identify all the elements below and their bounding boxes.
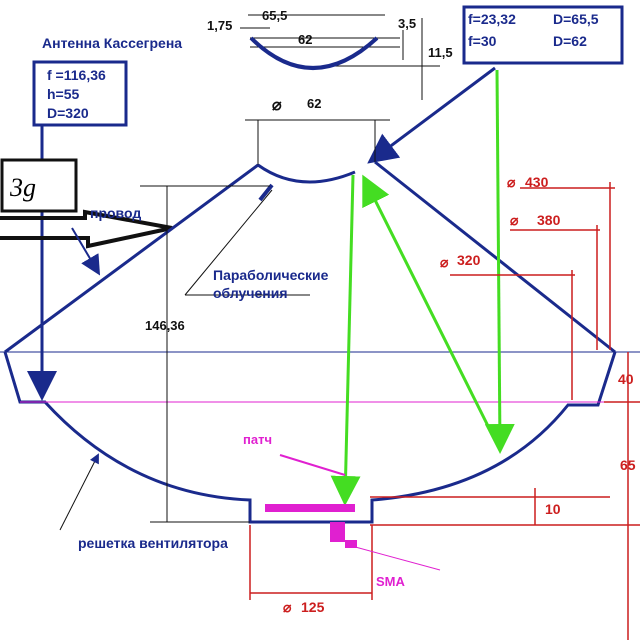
logo-box	[0, 158, 78, 213]
param: D=62	[553, 33, 587, 49]
dim-h10: 10	[545, 501, 561, 517]
dim-d380: 380	[537, 212, 561, 228]
wire-label: провод	[90, 205, 141, 221]
pointer-arrow	[71, 227, 101, 276]
feed-label: Параболические	[213, 267, 329, 283]
antenna-body	[3, 160, 617, 524]
dim-h40: 40	[618, 371, 634, 387]
title: Антенна Кассегрена	[42, 35, 182, 51]
dim-d125: 125	[301, 599, 325, 615]
sma-label: SMA	[376, 574, 406, 589]
param: D=65,5	[553, 11, 599, 27]
wire-arrow	[0, 209, 173, 249]
subreflector-params-box	[462, 5, 624, 65]
dim-inner: 62	[298, 32, 312, 47]
subreflector-detail	[240, 14, 440, 100]
diameter-icon: ⌀	[283, 599, 292, 615]
dim-lip: 3,5	[398, 16, 416, 31]
diameter-icon: ⌀	[440, 254, 449, 270]
dim-outer: 65,5	[262, 8, 287, 23]
dim-height: 146,36	[145, 318, 185, 333]
param: f=23,32	[468, 11, 516, 27]
diameter-icon: ⌀	[272, 97, 282, 114]
main-params-box	[32, 60, 128, 127]
patch-label: патч	[243, 432, 272, 447]
param: f =116,36	[47, 67, 106, 83]
red-dims	[249, 182, 640, 640]
param: D=320	[47, 105, 89, 121]
dim-depth: 11,5	[428, 45, 453, 60]
dim-d430: 430	[525, 174, 549, 190]
rays	[330, 69, 515, 506]
diameter-icon: ⌀	[510, 212, 519, 228]
param: f=30	[468, 33, 497, 49]
patch	[265, 504, 355, 512]
pointer-arrow	[367, 66, 496, 164]
logo: 3g	[9, 173, 36, 202]
sma-connector	[330, 522, 345, 542]
dim-rim: 1,75	[207, 18, 232, 33]
diameter-icon: ⌀	[507, 174, 516, 190]
dim-h65: 65	[620, 457, 636, 473]
subreflector-profile	[249, 36, 379, 70]
dim-sub-diameter: 62	[307, 96, 321, 111]
dim-d320: 320	[457, 252, 481, 268]
feed-label: облучения	[213, 285, 288, 301]
grille-label: решетка вентилятора	[78, 535, 228, 551]
param: h=55	[47, 86, 80, 102]
